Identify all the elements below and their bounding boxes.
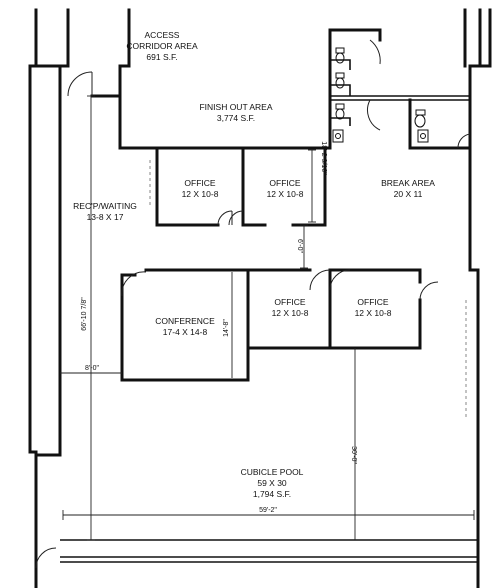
room-name: OFFICE [184,178,215,188]
dimension-label: 6'-0" [296,239,303,253]
dimension-label: 14'-8" [223,319,230,337]
restroom-block [328,28,472,150]
dimension-label: 30'-0" [350,446,357,464]
toilet-icon [414,109,426,128]
room-size: 12 X 10-8 [267,189,304,199]
dimension-label: 66'-10 7/8" [81,297,88,331]
room-size: 59 X 30 [257,478,287,488]
room-label-reception: REC'P/WAITING 13-8 X 17 [73,201,137,222]
dimension-label: 59'-2" [259,507,277,514]
entry-doors [35,71,93,569]
room-label-access: ACCESS CORRIDOR AREA 691 S.F. [126,30,198,62]
room-size: 13-8 X 17 [87,212,124,222]
toilet-icon [335,47,345,64]
toilet-icon [335,103,345,120]
toilet-icon [335,72,345,89]
room-name: OFFICE [357,297,388,307]
dimension-label: 18'-2 9/16" [320,141,327,175]
room-label-office-2: OFFICE 12 X 10-8 [267,178,304,199]
room-label-finish-out: FINISH OUT AREA 3,774 S.F. [199,102,272,123]
middle-block [120,224,439,382]
room-name: BREAK AREA [381,178,435,188]
dimension-lines [60,95,475,541]
room-size: 17-4 X 14-8 [163,327,208,337]
room-name: CUBICLE POOL [241,467,304,477]
room-name: ACCESS [145,30,180,40]
room-size: 20 X 11 [394,189,423,199]
room-label-conference: CONFERENCE 17-4 X 14-8 [155,316,215,337]
exterior-walls [28,8,492,588]
room-size: 12 X 10-8 [272,308,309,318]
room-name: REC'P/WAITING [73,201,137,211]
room-label-office-1: OFFICE 12 X 10-8 [182,178,219,199]
dimension-label: 8'-0" [85,365,99,372]
room-name: CONFERENCE [155,316,215,326]
room-label-break-area: BREAK AREA 20 X 11 [381,178,435,199]
room-name: OFFICE [269,178,300,188]
room-name: OFFICE [274,297,305,307]
sink-icon [332,129,344,143]
room-name-line2: CORRIDOR AREA [126,41,198,51]
sink-icon [417,129,429,143]
room-label-cubicle-pool: CUBICLE POOL 59 X 30 1,794 S.F. [241,467,304,499]
room-area: 691 S.F. [146,52,177,62]
room-area: 3,774 S.F. [217,113,255,123]
room-label-office-4: OFFICE 12 X 10-8 [355,297,392,318]
room-label-office-3: OFFICE 12 X 10-8 [272,297,309,318]
room-area: 1,794 S.F. [253,489,291,499]
top-offices [149,146,327,227]
room-size: 12 X 10-8 [182,189,219,199]
room-size: 12 X 10-8 [355,308,392,318]
room-name: FINISH OUT AREA [199,102,272,112]
